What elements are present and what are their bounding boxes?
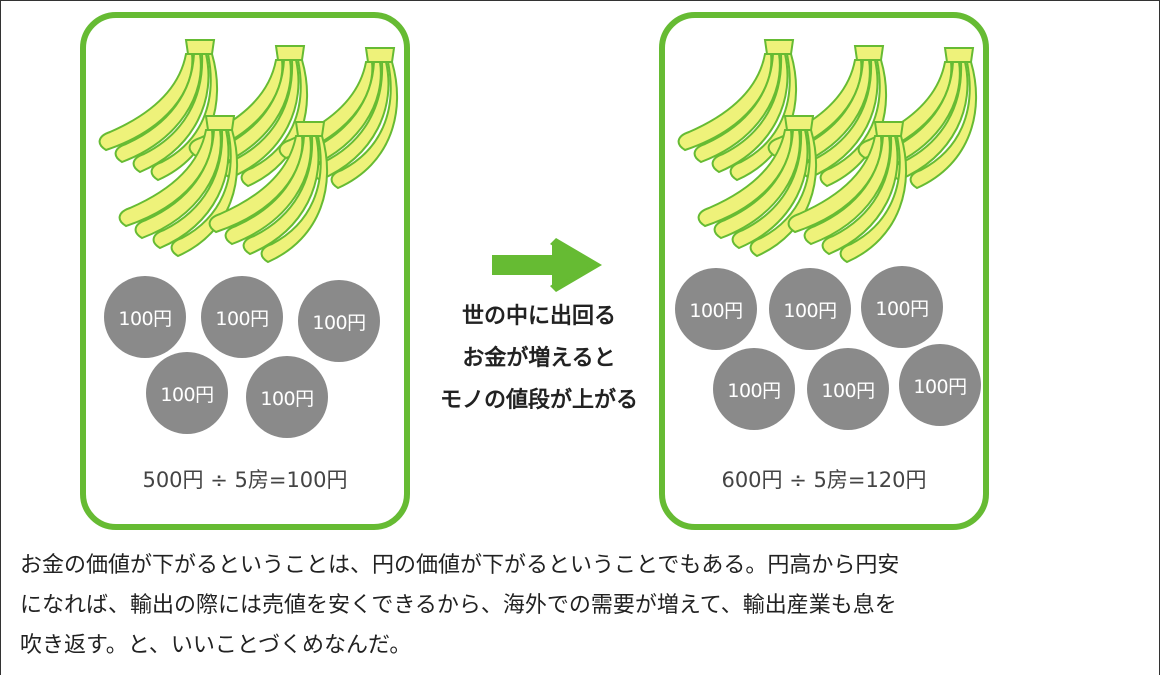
explanation-line-2: お金が増えると xyxy=(462,346,616,371)
coin: 100円 xyxy=(861,266,943,348)
caption-line-3: 吹き返す。と、いいことづくめなんだ。 xyxy=(20,633,412,658)
explanation-text: 世の中に出回る お金が増えると モノの値段が上がる xyxy=(416,296,662,422)
coin: 100円 xyxy=(201,276,283,358)
coin: 100円 xyxy=(899,344,981,426)
coin: 100円 xyxy=(807,348,889,430)
before-formula: 500円 ÷ 5房=100円 xyxy=(142,468,348,492)
coin: 100円 xyxy=(713,348,795,430)
arrow-right-icon xyxy=(492,238,602,292)
coin: 100円 xyxy=(146,352,228,434)
caption-text: お金の価値が下がるということは、円の価値が下がるということでもある。円高から円安… xyxy=(20,546,1150,666)
before-panel: 100円 100円 100円 100円 100円 500円 ÷ 5房=100円 xyxy=(80,12,410,530)
explanation-line-3: モノの値段が上がる xyxy=(439,388,638,413)
coin: 100円 xyxy=(104,276,186,358)
coin: 100円 xyxy=(675,268,757,350)
bananas-illustration xyxy=(98,39,399,263)
coin: 100円 xyxy=(769,268,851,350)
after-panel: 100円 100円 100円 100円 100円 100円 600円 ÷ 5房=… xyxy=(659,12,989,530)
caption-line-2: になれば、輸出の際には売値を安くできるから、海外での需要が増えて、輸出産業も息を xyxy=(20,593,897,618)
explanation-line-1: 世の中に出回る xyxy=(461,304,616,329)
coin: 100円 xyxy=(298,280,380,362)
bananas-illustration xyxy=(677,39,978,263)
caption-line-1: お金の価値が下がるということは、円の価値が下がるということでもある。円高から円安 xyxy=(20,553,900,578)
coin: 100円 xyxy=(246,356,328,438)
after-formula: 600円 ÷ 5房=120円 xyxy=(721,468,927,492)
